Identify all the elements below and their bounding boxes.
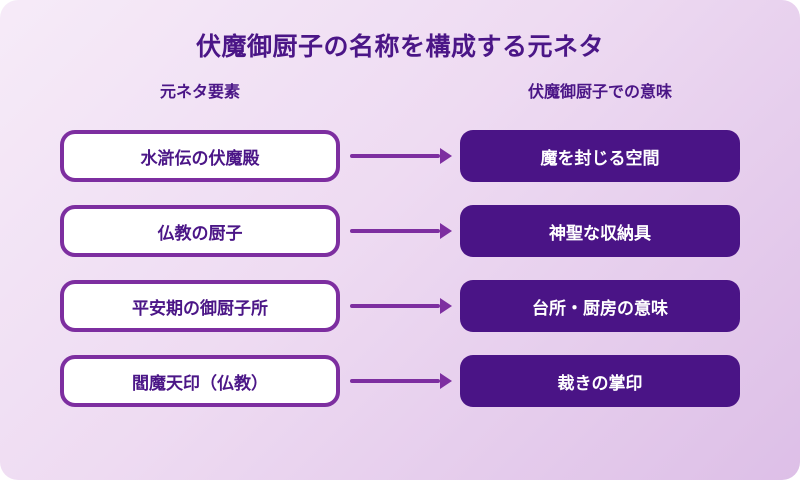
mapping-row: 水滸伝の伏魔殿 魔を封じる空間 bbox=[0, 130, 800, 182]
column-header-source: 元ネタ要素 bbox=[159, 84, 240, 101]
meaning-box: 台所・厨房の意味 bbox=[460, 280, 740, 332]
mapping-row: 仏教の厨子 神聖な収納具 bbox=[0, 205, 800, 257]
source-box: 水滸伝の伏魔殿 bbox=[60, 130, 340, 182]
arrow-head bbox=[440, 373, 452, 389]
arrow-head bbox=[440, 298, 452, 314]
page-title: 伏魔御厨子の名称を構成する元ネタ bbox=[195, 33, 604, 61]
right-arrow-icon bbox=[350, 298, 452, 314]
arrow-shaft bbox=[350, 154, 440, 158]
right-arrow-icon bbox=[350, 373, 452, 389]
arrow-shaft bbox=[350, 229, 440, 233]
right-arrow-icon bbox=[350, 223, 452, 239]
meaning-box: 神聖な収納具 bbox=[460, 205, 740, 257]
meaning-box: 魔を封じる空間 bbox=[460, 130, 740, 182]
right-arrow-icon bbox=[350, 148, 452, 164]
source-box: 閻魔天印（仏教） bbox=[60, 355, 340, 407]
meaning-box: 裁きの掌印 bbox=[460, 355, 740, 407]
mapping-row: 平安期の御厨子所 台所・厨房の意味 bbox=[0, 280, 800, 332]
arrow-head bbox=[440, 223, 452, 239]
source-box: 仏教の厨子 bbox=[60, 205, 340, 257]
arrow-shaft bbox=[350, 304, 440, 308]
column-header-meaning: 伏魔御厨子での意味 bbox=[527, 84, 672, 101]
source-box: 平安期の御厨子所 bbox=[60, 280, 340, 332]
arrow-shaft bbox=[350, 379, 440, 383]
mapping-row: 閻魔天印（仏教） 裁きの掌印 bbox=[0, 355, 800, 407]
arrow-head bbox=[440, 148, 452, 164]
